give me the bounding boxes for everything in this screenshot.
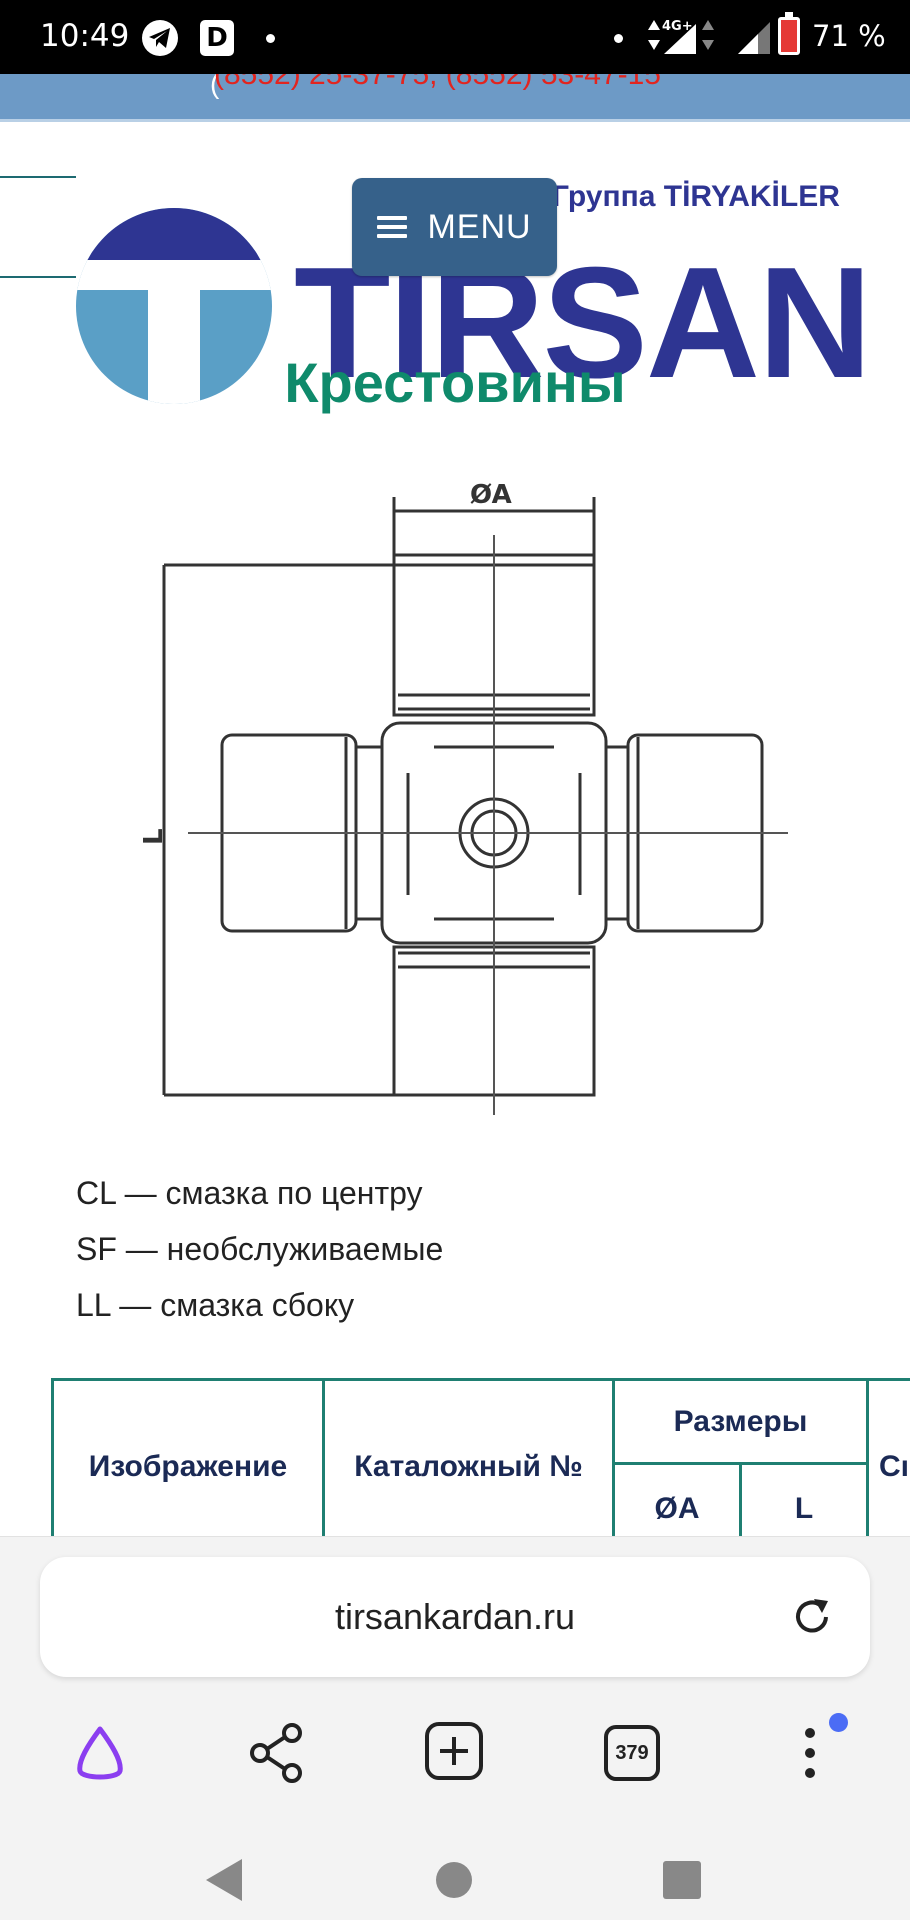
divider	[0, 176, 76, 178]
table-header-image: Изображение	[51, 1378, 325, 1536]
mobile-signal-icon: 4G+	[648, 16, 730, 61]
battery-icon	[778, 12, 800, 55]
lubrication-legend: CL — смазка по центру SF — необслуживаем…	[76, 1165, 443, 1333]
spec-table: Изображение Каталожный № Размеры Cı ØA L	[51, 1378, 910, 1536]
browser-bottom-bar: tirsankardan.ru 379	[0, 1536, 910, 1920]
diameter-label: ØA	[470, 480, 512, 510]
table-header-diameter: ØA	[612, 1462, 742, 1536]
new-tab-icon[interactable]	[424, 1721, 484, 1781]
more-options-icon[interactable]	[800, 1723, 820, 1783]
network-type-label: 4G+	[662, 19, 693, 34]
recents-nav-icon[interactable]	[663, 1861, 701, 1899]
address-url: tirsankardan.ru	[334, 1596, 576, 1637]
page-title: Крестовины	[284, 351, 626, 414]
divider	[0, 276, 76, 278]
table-header-catalog: Каталожный №	[322, 1378, 615, 1536]
signal-strength-icon	[738, 22, 770, 59]
address-bar[interactable]: tirsankardan.ru	[40, 1557, 870, 1677]
status-time: 10:49	[40, 18, 130, 54]
universal-joint-diagram: ØA L	[139, 480, 788, 1115]
table-header-sizes: Размеры	[612, 1378, 869, 1465]
phone-link[interactable]: (8552) 25-37-75, (8552) 53-47-15	[214, 74, 661, 91]
group-label: Группа TİRYAKİLER	[552, 180, 840, 214]
menu-button-label: MENU	[427, 207, 532, 246]
contact-phone-bar: ( (8552) 25-37-75, (8552) 53-47-15	[0, 74, 910, 122]
reload-icon[interactable]	[790, 1595, 834, 1639]
notification-dot-icon	[266, 34, 275, 43]
tirsan-logo-icon	[76, 208, 272, 404]
legend-item: LL — смазка сбоку	[76, 1287, 355, 1323]
table-header-length: L	[739, 1462, 869, 1536]
phone-icon: (	[210, 74, 220, 99]
group-label-name: TİRYAKİLER	[663, 180, 840, 213]
home-nav-icon[interactable]	[435, 1861, 473, 1899]
group-label-prefix: Группа	[552, 180, 656, 213]
app-notification-icon: D	[200, 20, 234, 56]
alice-assistant-icon[interactable]	[68, 1721, 132, 1785]
menu-button[interactable]: MENU	[352, 178, 557, 276]
length-label: L	[139, 828, 169, 845]
site-header-logo[interactable]: Группа TİRYAKİLER TIRSAN	[0, 150, 910, 410]
legend-item: SF — необслуживаемые	[76, 1231, 444, 1267]
share-icon[interactable]	[246, 1721, 308, 1785]
table-header-cut: Cı	[866, 1378, 910, 1536]
hamburger-icon	[377, 216, 408, 238]
legend-item: CL — смазка по центру	[76, 1175, 423, 1211]
notification-dot-icon	[614, 34, 623, 43]
notification-badge-icon	[829, 1713, 848, 1732]
telegram-icon	[142, 20, 178, 56]
battery-percent: 71 %	[812, 19, 886, 53]
spec-table-viewport[interactable]: Изображение Каталожный № Размеры Cı ØA L	[0, 1378, 910, 1536]
status-bar: 10:49 D 4G+ 71 %	[0, 0, 910, 74]
tabs-count-button[interactable]: 379	[604, 1725, 660, 1781]
back-nav-icon[interactable]	[206, 1859, 244, 1901]
